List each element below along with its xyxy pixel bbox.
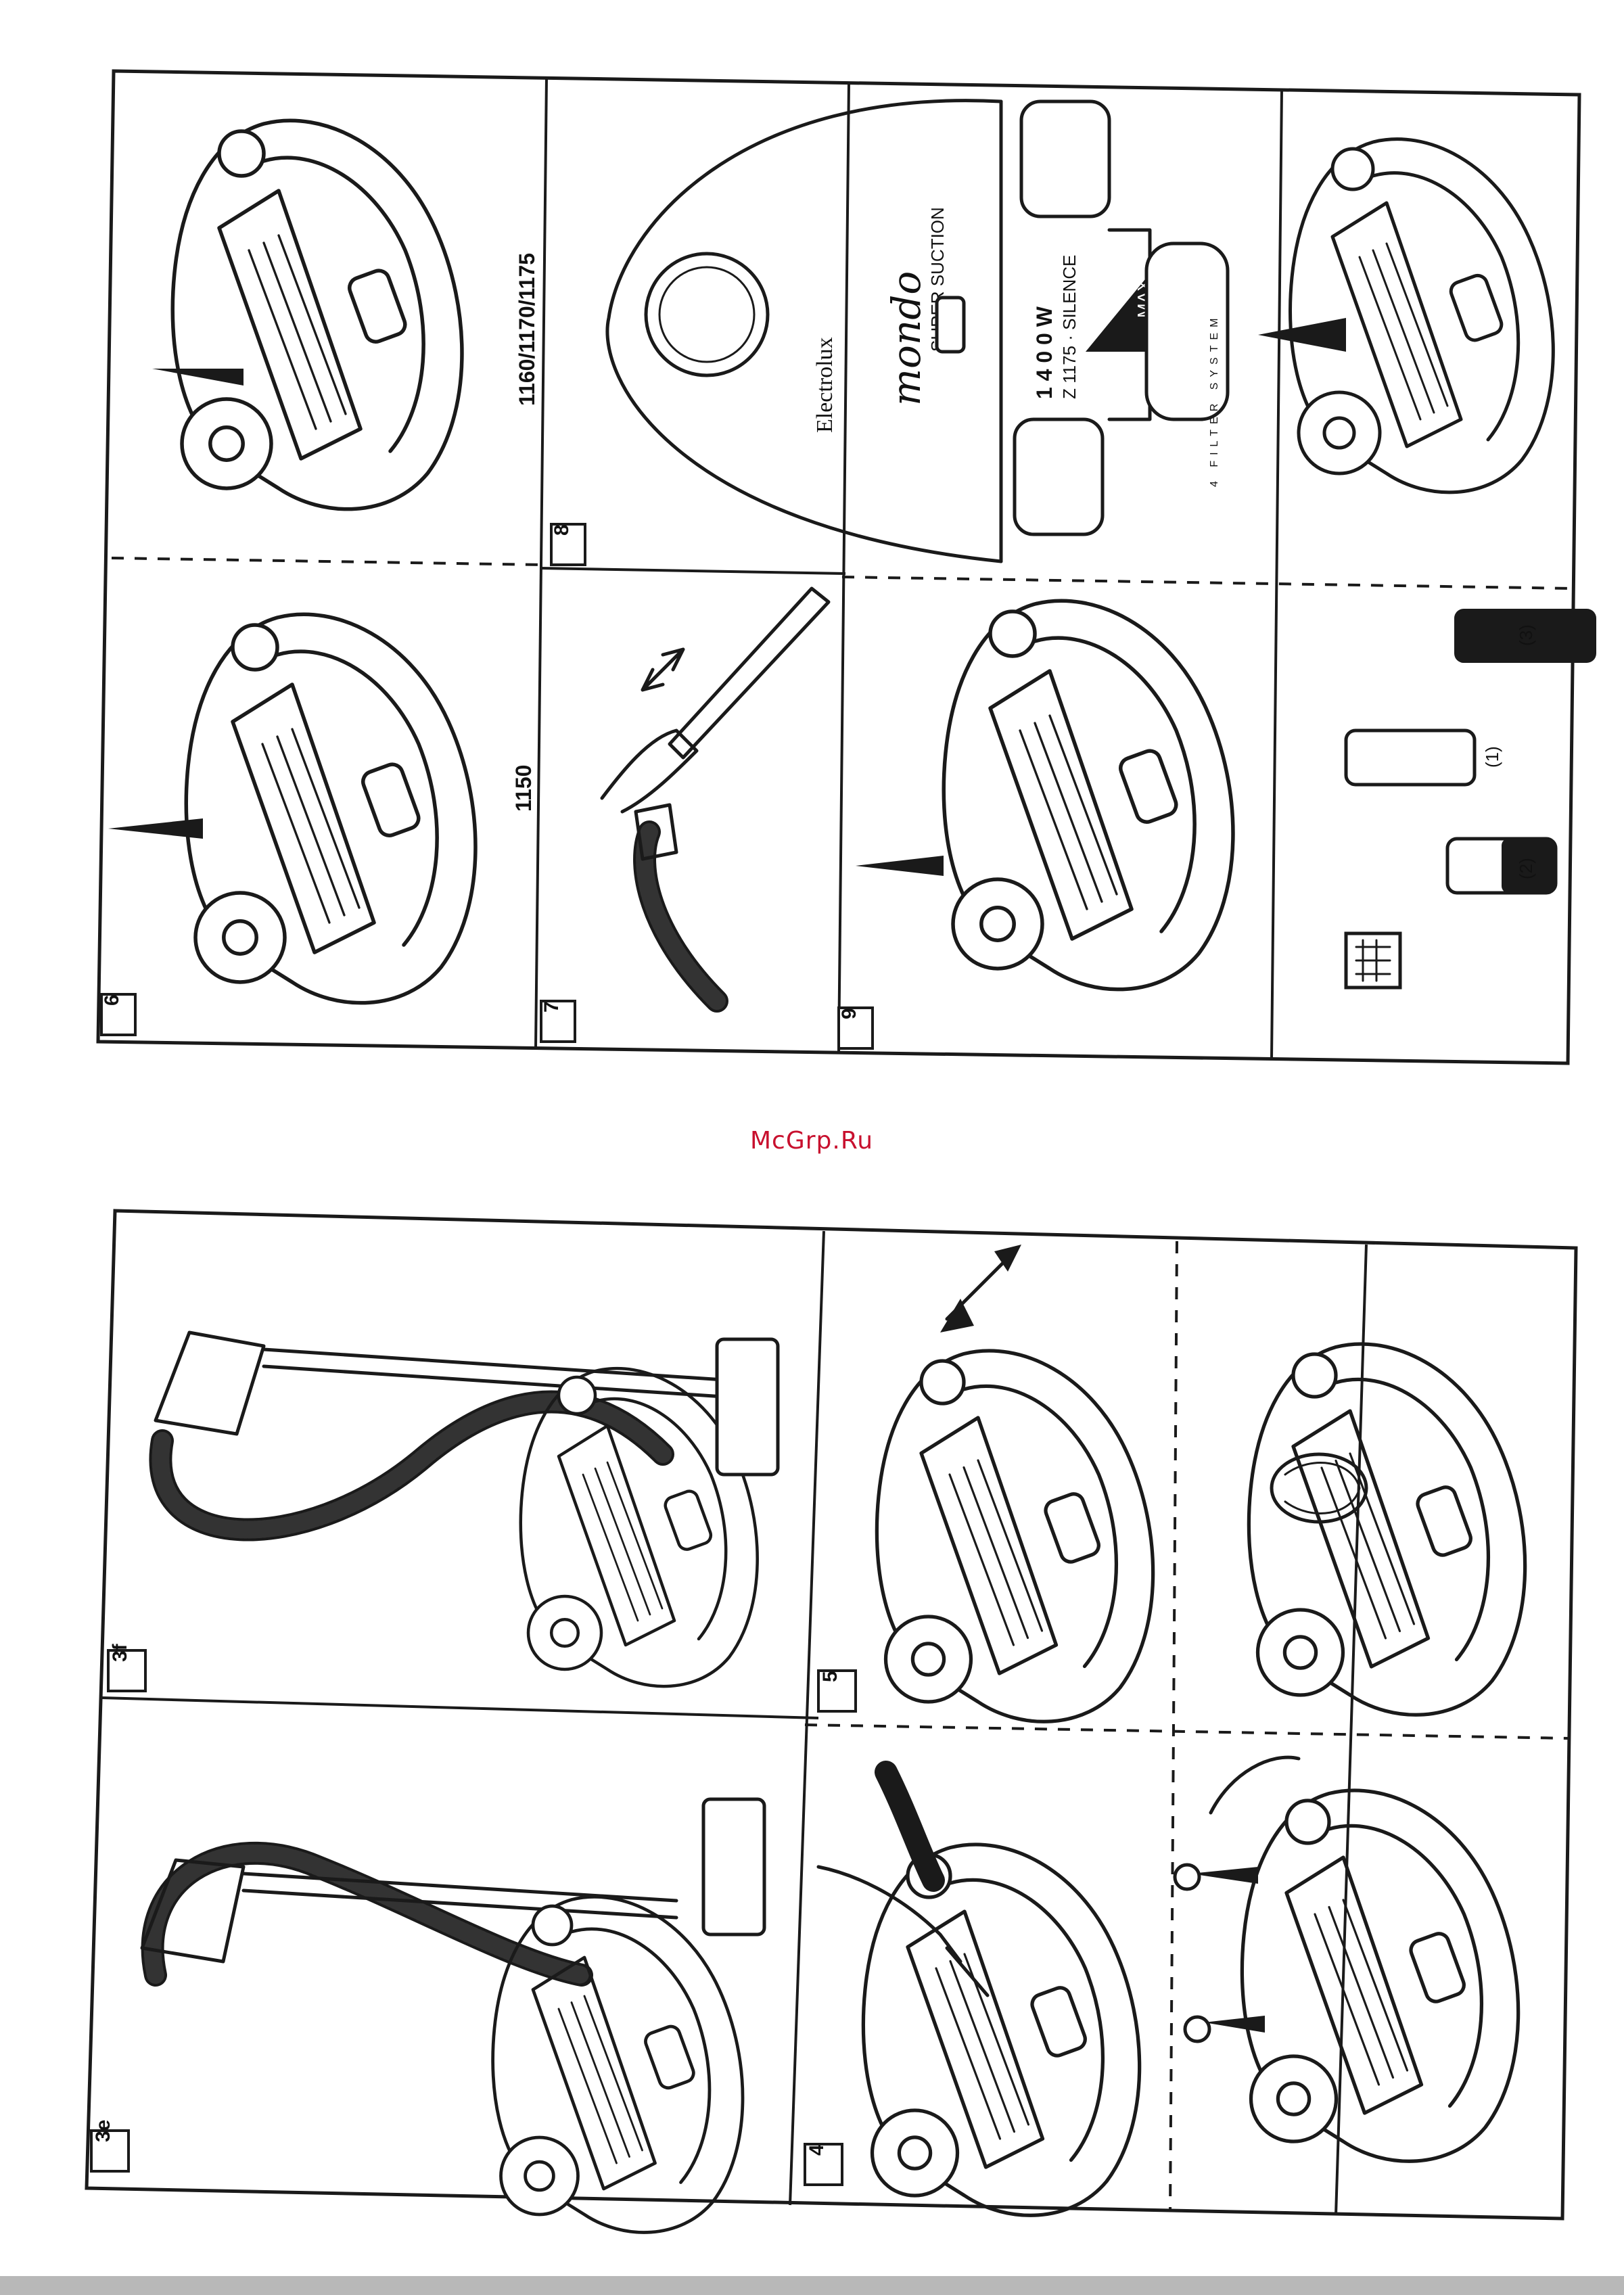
top-sheet: 6 1150 1160/1170/1175 7 8 — [98, 71, 1596, 1063]
panel-4: 4 — [805, 1757, 1518, 2215]
panel-number: 8 — [551, 524, 573, 536]
arrow-icon — [1258, 318, 1346, 352]
model-label-1150: 1150 — [511, 765, 536, 812]
indicator-empty — [1346, 731, 1475, 785]
panel-number: 7 — [540, 1001, 563, 1013]
arrow-icon — [108, 818, 203, 839]
model-label-1160: 1160/1170/1175 — [515, 253, 539, 406]
panel-5: 5 — [818, 1245, 1525, 1721]
double-arrow-icon — [940, 1299, 974, 1332]
panel-number: 3e — [92, 2120, 114, 2142]
brand-label: Electrolux — [812, 337, 837, 433]
bottom-sheet: 3e 3f 4 — [87, 1211, 1576, 2232]
power-label: 1 4 0 0 W — [1032, 306, 1057, 399]
watermark: McGrp.Ru — [710, 1127, 913, 1155]
double-arrow-icon — [643, 649, 683, 690]
page-bottom-bar — [0, 2276, 1624, 2295]
divider — [536, 78, 547, 1048]
panel-7: 7 — [540, 588, 829, 1042]
panel-number: 5 — [819, 1671, 841, 1682]
cord-button — [1015, 419, 1103, 534]
indicator-label-3: (3) — [1516, 624, 1536, 646]
power-button — [1021, 101, 1109, 216]
tube — [670, 588, 829, 758]
indicator-label-1: (1) — [1482, 746, 1502, 768]
panel-8: 8 Electrolux mondo SUPER SUCTION 1 4 0 0… — [551, 101, 1553, 565]
arrow-icon — [856, 856, 944, 876]
filter-system-label: 4 FILTER SYSTEM — [1209, 312, 1220, 487]
panel-6: 6 1150 1160/1170/1175 — [101, 120, 539, 1035]
power-sub: Z 1175 · SILENCE — [1059, 255, 1080, 399]
panel-number: 3f — [109, 1643, 131, 1662]
indicator-label-2: (2) — [1516, 858, 1536, 879]
arrow-icon — [152, 369, 243, 386]
panel-number: 6 — [101, 994, 123, 1006]
panel-9: 9 (1) (2) (3) — [838, 601, 1596, 1048]
panel-number: 4 — [806, 2144, 828, 2156]
panel-3e: 3e — [91, 1799, 764, 2232]
panel-3f: 3f — [108, 1332, 778, 1691]
panel-number: 9 — [838, 1008, 860, 1019]
product-label: mondo — [883, 271, 929, 406]
